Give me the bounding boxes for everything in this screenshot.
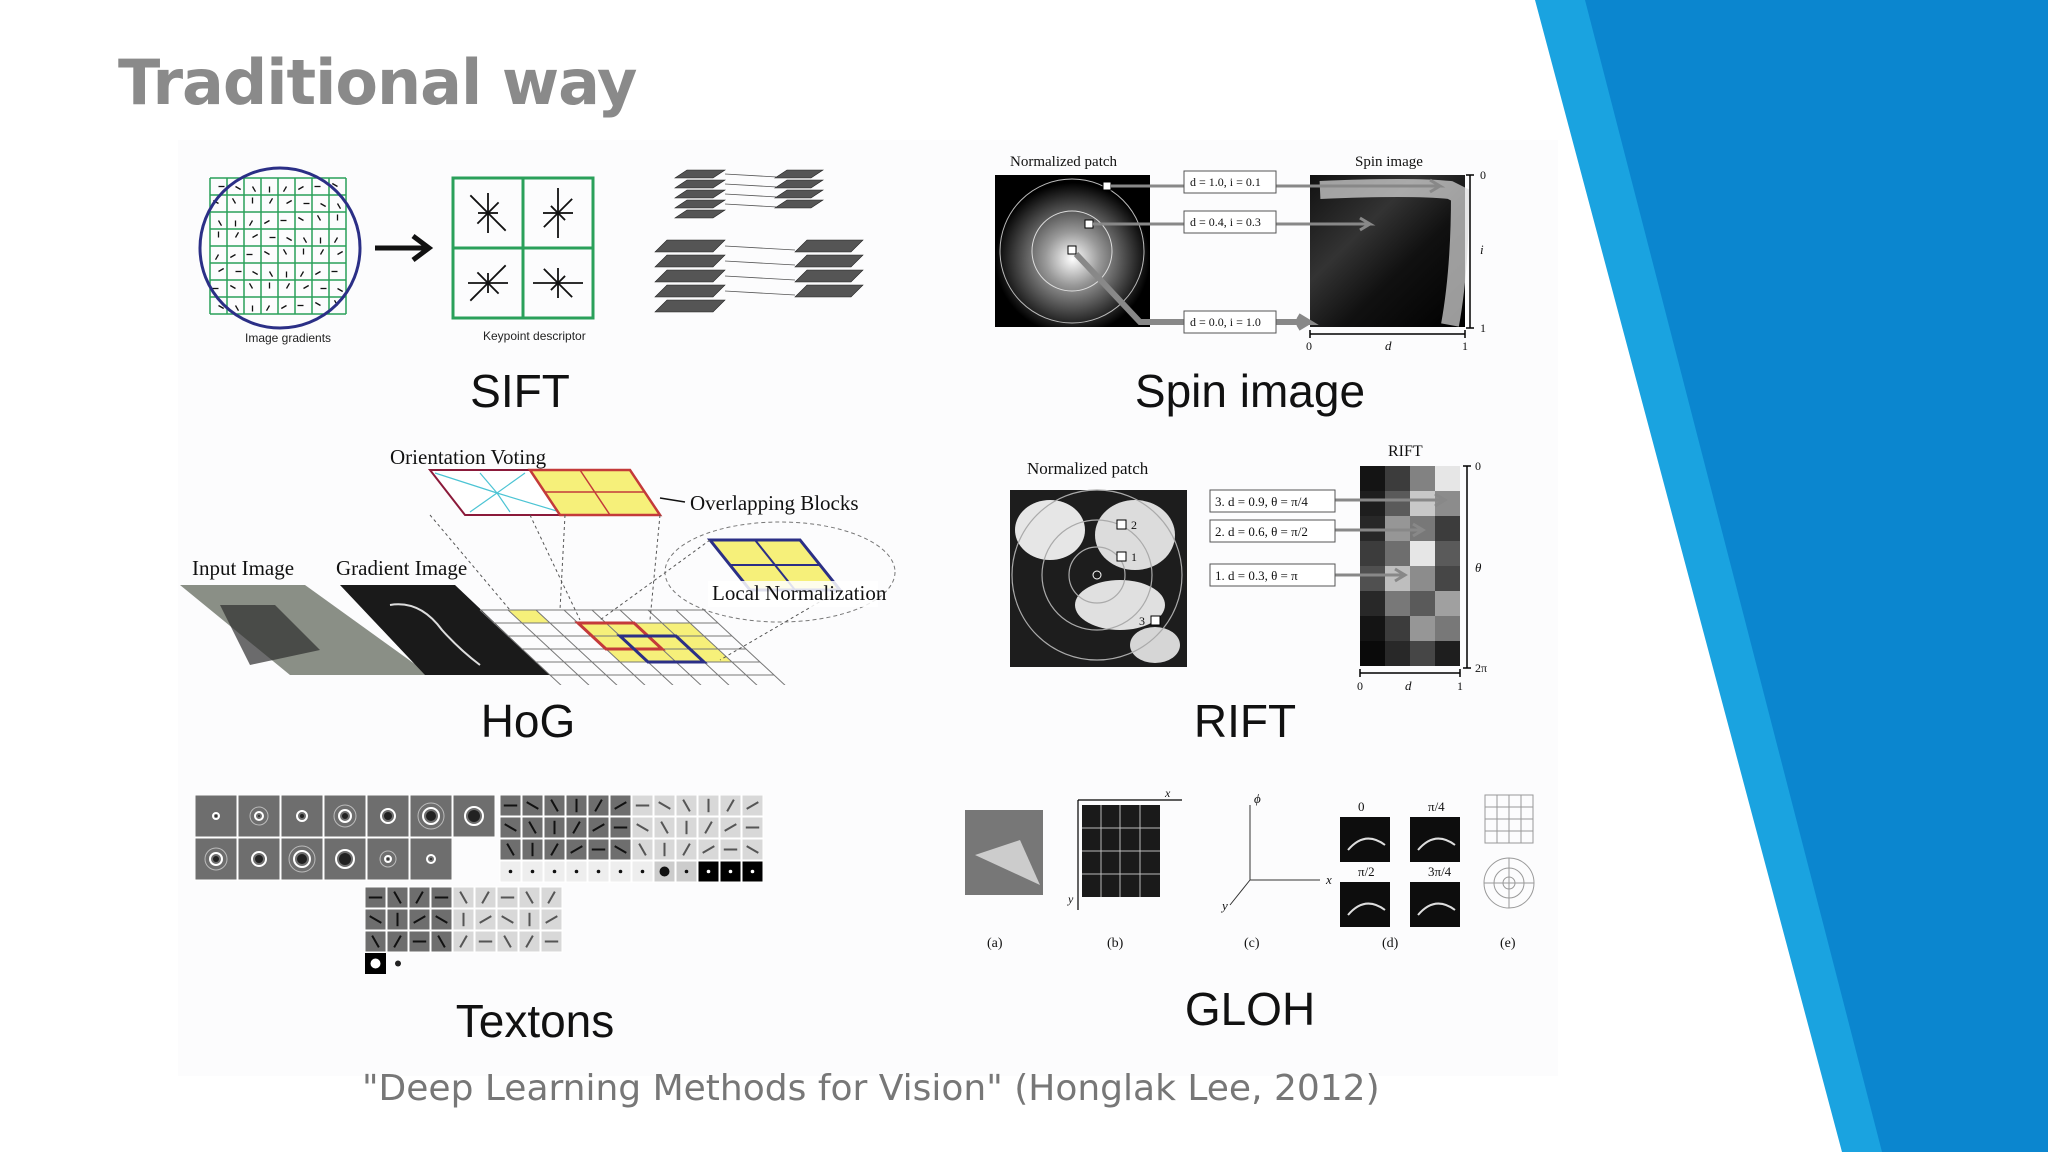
- filter-bank: [195, 795, 764, 974]
- spin-image: [1310, 175, 1465, 327]
- gloh-sublabel: (e): [1500, 936, 1516, 951]
- scale-space-pyramid: [654, 169, 864, 313]
- textons-caption: Textons: [455, 995, 615, 1047]
- axis-tick: 1: [1480, 321, 1486, 335]
- sample-point: [1102, 181, 1112, 191]
- hog-figure: Orientation Voting Overlapping Blocks In…: [180, 445, 896, 685]
- gloh-caption: GLOH: [1184, 983, 1316, 1035]
- hog-cell-grid: [479, 609, 786, 685]
- orientation-angle-label: π/4: [1428, 799, 1445, 814]
- sample-box-text: d = 1.0, i = 0.1: [1190, 175, 1261, 189]
- gradient-image-label: Gradient Image: [336, 556, 467, 580]
- textons-figure: [195, 795, 764, 974]
- axis-label: d: [1405, 678, 1412, 693]
- spin-image-highlight: [1319, 179, 1470, 327]
- axis-label: d: [1385, 338, 1392, 353]
- gloh-grid-lines: [1082, 805, 1160, 897]
- point-label: 2: [1131, 518, 1137, 532]
- input-image-label: Input Image: [192, 556, 294, 580]
- point-label: 1: [1131, 550, 1137, 564]
- axis-tick: 0: [1357, 679, 1363, 693]
- orientation-angle-label: 0: [1358, 799, 1365, 814]
- normalized-patch-label: Normalized patch: [1010, 154, 1118, 170]
- orientation-planes: 0 π/4 π/2 3π/4: [1340, 799, 1460, 927]
- keypoint-descriptor-grid: [451, 176, 595, 320]
- orientation-fan: [434, 472, 561, 513]
- gloh-sublabel: (a): [987, 936, 1003, 951]
- spin-image-label: Spin image: [1355, 154, 1423, 170]
- hog-caption: HoG: [480, 695, 576, 747]
- gloh-sublabel: (b): [1107, 936, 1124, 951]
- axis-tick: 1: [1457, 679, 1463, 693]
- patch-ring: [1031, 210, 1113, 292]
- axis-tick: 0: [1480, 168, 1486, 182]
- sample-box: [1183, 210, 1277, 234]
- sample-box-text: d = 0.0, i = 1.0: [1190, 315, 1261, 329]
- citation: "Deep Learning Methods for Vision" (Hong…: [362, 1068, 1380, 1109]
- patch-rings: [1011, 489, 1183, 661]
- point-label: 3: [1139, 614, 1145, 628]
- rift-figure: Normalized patch 1 2 3 RIFT 3. d = 0.9, …: [1010, 443, 1487, 693]
- sample-box-text: 1. d = 0.3, θ = π: [1215, 568, 1298, 583]
- y-axis: [1466, 174, 1474, 329]
- svg-text:ϕ: ϕ: [1254, 791, 1261, 806]
- axis-label: θ: [1475, 560, 1482, 575]
- svg-text:x: x: [1325, 872, 1332, 887]
- orientation-axes: [1229, 805, 1320, 906]
- rift-descriptor: [1360, 466, 1460, 666]
- rift-label: RIFT: [1388, 443, 1423, 460]
- slide-title: Traditional way: [118, 46, 637, 119]
- orientation-angle-label: π/2: [1358, 864, 1375, 879]
- sample-box-text: d = 0.4, i = 0.3: [1190, 215, 1261, 229]
- gloh-sublabel: (c): [1244, 936, 1260, 951]
- sample-box-text: 3. d = 0.9, θ = π/4: [1215, 494, 1308, 509]
- sample-point: [1067, 245, 1077, 255]
- axis-tick: 0: [1475, 459, 1481, 473]
- svg-text:x: x: [1164, 786, 1171, 800]
- rift-caption: RIFT: [1193, 695, 1297, 747]
- svg-text:y: y: [1220, 898, 1228, 913]
- spin-image-caption: Spin image: [1134, 365, 1366, 417]
- gloh-figure: x y ϕ x y 0 π/4 π/2 3π/4 (a) (b) (c) (d) (e): [965, 786, 1535, 951]
- sample-box: [1183, 170, 1277, 194]
- cartesian-grid-icon: [1484, 794, 1534, 844]
- sift-figure: Image gradients Keypoint descriptor: [198, 166, 864, 345]
- arrow-icon: [375, 234, 434, 262]
- sift-caption: SIFT: [470, 365, 570, 417]
- image-gradients-label: Image gradients: [245, 331, 331, 345]
- gaussian-window: [198, 166, 362, 330]
- gloh-sublabel: (d): [1382, 936, 1399, 951]
- patch-ring: [999, 178, 1145, 324]
- normalized-patch-label: Normalized patch: [1027, 459, 1149, 478]
- gradient-grid: [209, 177, 347, 315]
- sample-box-text: 2. d = 0.6, θ = π/2: [1215, 524, 1308, 539]
- normalization-ellipse: [664, 521, 896, 623]
- sample-point: [1084, 219, 1094, 229]
- axis-tick: 0: [1306, 339, 1312, 353]
- spin-image-figure: Normalized patch Spin image d = 1.0, i =…: [995, 154, 1486, 353]
- sample-box: [1183, 310, 1277, 334]
- overlapping-blocks-label: Overlapping Blocks: [690, 491, 859, 515]
- accent-band-dark: [1585, 0, 2048, 1152]
- log-polar-grid-icon: [1483, 857, 1535, 909]
- axis-tick: 2π: [1475, 661, 1487, 675]
- keypoint-descriptor-label: Keypoint descriptor: [483, 329, 586, 343]
- orientation-voting-label: Orientation Voting: [390, 445, 547, 469]
- axis-tick: 1: [1462, 339, 1468, 353]
- orientation-angle-label: 3π/4: [1428, 864, 1452, 879]
- svg-text:y: y: [1067, 892, 1074, 906]
- axis-label: i: [1480, 242, 1484, 257]
- gradient-image: [340, 585, 550, 675]
- x-axis: [1309, 330, 1466, 338]
- projection-lines: [429, 514, 841, 661]
- mapping-arrows: [1335, 492, 1448, 583]
- local-normalization-label: Local Normalization: [712, 581, 887, 605]
